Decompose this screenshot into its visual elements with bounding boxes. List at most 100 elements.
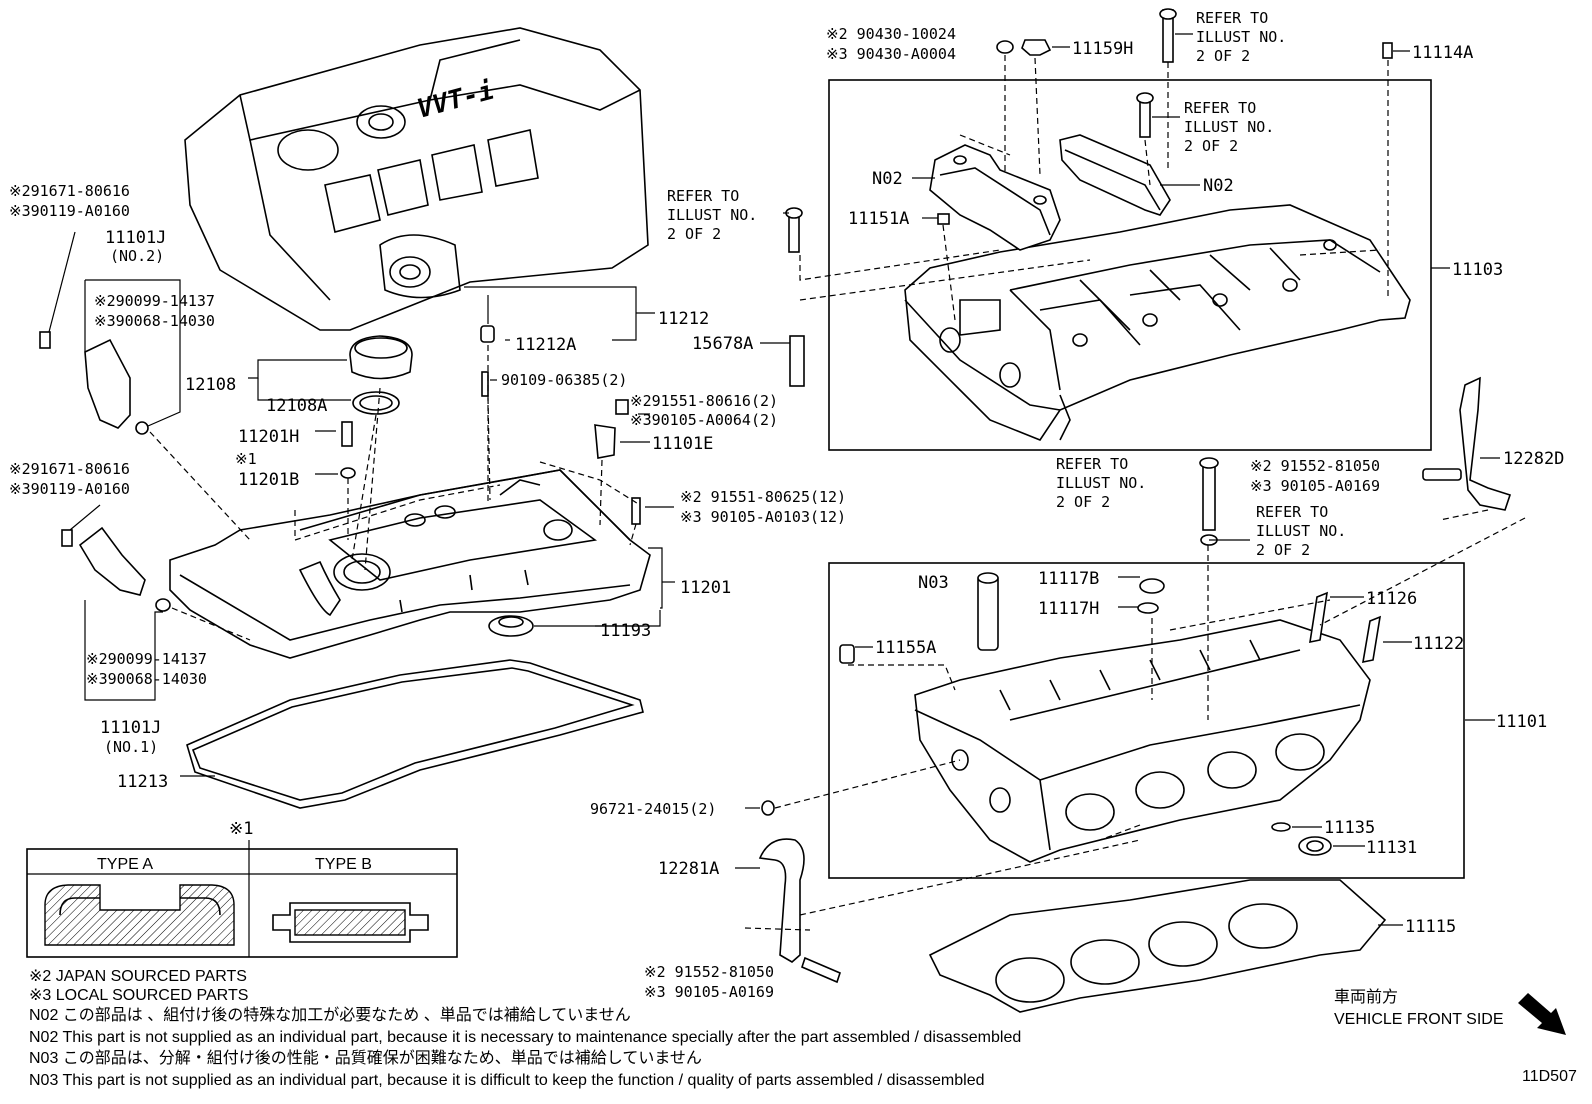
type-box-mark: ※1 (229, 819, 253, 839)
callout-labels: 11212 11212A 12108 12108A 11201H ※1 1120… (9, 25, 1577, 1085)
svg-text:REFER TO: REFER TO (1056, 455, 1128, 473)
camshaft-leader-lines (760, 46, 1450, 344)
footnote-n02-jp: N02 この部品は 、組付け後の特殊な加工が必要なため 、単品では補給していませ… (29, 1006, 631, 1024)
label-11101J-top-b: ※390119-A0160 (9, 202, 130, 220)
label-12282D-a: ※2 91552-81050 (1250, 457, 1380, 475)
vehicle-front-arrow (1518, 993, 1566, 1035)
label-11131: 11131 (1366, 838, 1417, 858)
label-15678A: 15678A (692, 334, 753, 354)
label-11122: 11122 (1413, 634, 1464, 654)
label-11212A: 11212A (515, 335, 576, 355)
label-11117H: 11117H (1038, 599, 1099, 619)
label-11213: 11213 (117, 772, 168, 792)
label-11201: 11201 (680, 578, 731, 598)
left-dashed-lines (149, 345, 641, 641)
cylinder-head (914, 619, 1371, 863)
label-11159H: 11159H (1072, 39, 1133, 59)
label-11101J-top-d: ※390068-14030 (94, 312, 215, 330)
label-11114A: 11114A (1412, 43, 1473, 63)
engine-cover: VVT-i (184, 27, 649, 331)
footnote-japan-sourced: ※2 JAPAN SOURCED PARTS (29, 968, 247, 985)
label-11103: 11103 (1452, 260, 1503, 280)
footnote-n03-jp: N03 この部品は、分解・組付け後の性能・品質確保が困難なため、単品では補給して… (29, 1049, 702, 1067)
label-11201B: 11201B (238, 470, 299, 490)
label-11101J-top: 11101J (105, 228, 166, 248)
label-11193: 11193 (600, 621, 651, 641)
label-11101J-bot-no: (NO.1) (104, 738, 158, 756)
footnote-n02-en: N02 This part is not supplied as an indi… (29, 1029, 1021, 1046)
svg-text:ILLUST NO.: ILLUST NO. (1196, 28, 1286, 46)
footnote-n03-en: N03 This part is not supplied as an indi… (29, 1072, 985, 1089)
label-12281A: 12281A (658, 859, 719, 879)
cover-hardware (340, 325, 641, 525)
label-12281A-b: ※3 90105-A0169 (644, 983, 774, 1001)
spark-plug-tube-gasket (488, 615, 534, 637)
engine-hanger-front (735, 838, 1141, 984)
camshaft-dashed-lines (799, 55, 1389, 321)
head-bolt (1199, 457, 1250, 546)
svg-text:REFER TO: REFER TO (1256, 503, 1328, 521)
label-11126: 11126 (1366, 589, 1417, 609)
label-11115: 11115 (1405, 917, 1456, 937)
cylinder-head-hardware (761, 572, 1382, 856)
oil-control-valve-no2 (39, 331, 149, 435)
diagram-code: 11D507 (1522, 1068, 1577, 1085)
label-11155A: 11155A (875, 638, 936, 658)
label-11101J-bot-a: ※291671-80616 (9, 460, 130, 478)
svg-text:2 OF 2: 2 OF 2 (1184, 137, 1238, 155)
svg-text:ILLUST NO.: ILLUST NO. (1256, 522, 1346, 540)
svg-text:REFER TO: REFER TO (1196, 9, 1268, 27)
type-legend-box: TYPE A TYPE B ※1 (26, 819, 458, 958)
cylinder-head-dashed-lines (774, 545, 1331, 841)
label-12282D-b: ※3 90105-A0169 (1250, 477, 1380, 495)
label-11101J-bot-d: ※390068-14030 (86, 670, 207, 688)
label-11201-b: ※3 90105-A0103(12) (680, 508, 846, 526)
vehicle-front-en: VEHICLE FRONT SIDE (1334, 1011, 1504, 1028)
svg-text:ILLUST NO.: ILLUST NO. (667, 206, 757, 224)
refer-note-3: REFER TO ILLUST NO. 2 OF 2 (667, 187, 757, 243)
label-11101J-bot: 11101J (100, 718, 161, 738)
label-90109: 90109-06385(2) (501, 371, 627, 389)
label-12108: 12108 (185, 375, 236, 395)
svg-text:2 OF 2: 2 OF 2 (667, 225, 721, 243)
label-90430-b: ※3 90430-A0004 (826, 45, 956, 63)
cylinder-head-cover (169, 469, 651, 659)
label-11201H: 11201H (238, 427, 299, 447)
refer-note-4: REFER TO ILLUST NO. 2 OF 2 (1056, 455, 1146, 511)
vehicle-front-jp: 車両前方 (1334, 988, 1398, 1006)
left-leader-lines (48, 231, 675, 777)
label-11101: 11101 (1496, 712, 1547, 732)
svg-text:ILLUST NO.: ILLUST NO. (1056, 474, 1146, 492)
camshaft-housing (904, 204, 1411, 441)
footnotes: ※2 JAPAN SOURCED PARTS ※3 LOCAL SOURCED … (29, 968, 1021, 1089)
cylinder-head-leader-lines (745, 576, 1495, 847)
svg-text:2 OF 2: 2 OF 2 (1196, 47, 1250, 65)
label-11101J-bot-c: ※290099-14137 (86, 650, 207, 668)
label-11117B: 11117B (1038, 569, 1099, 589)
label-11101E-b: ※390105-A0064(2) (630, 411, 778, 429)
label-N02-right: N02 (1203, 176, 1234, 196)
svg-text:ILLUST NO.: ILLUST NO. (1184, 118, 1274, 136)
label-11101J-top-no: (NO.2) (110, 247, 164, 265)
type-a-label: TYPE A (97, 856, 153, 873)
svg-text:2 OF 2: 2 OF 2 (1056, 493, 1110, 511)
label-12281A-a: ※2 91552-81050 (644, 963, 774, 981)
svg-text:REFER TO: REFER TO (1184, 99, 1256, 117)
cylinder-head-gasket (928, 879, 1403, 1013)
label-11135: 11135 (1324, 818, 1375, 838)
refer-note-1: REFER TO ILLUST NO. 2 OF 2 (1175, 9, 1286, 65)
refer-note-2: REFER TO ILLUST NO. 2 OF 2 (1152, 99, 1274, 155)
label-11201-a: ※2 91551-80625(12) (680, 488, 846, 506)
oil-control-valve-no1 (61, 526, 171, 612)
footnote-local-sourced: ※3 LOCAL SOURCED PARTS (29, 987, 248, 1004)
engine-hanger-rear (1319, 376, 1526, 626)
camshaft-housing-frame (828, 79, 1432, 451)
label-12282D: 12282D (1503, 449, 1564, 469)
label-11101J-bot-b: ※390119-A0160 (9, 480, 130, 498)
label-11101J-top-a: ※291671-80616 (9, 182, 130, 200)
label-11212: 11212 (658, 309, 709, 329)
label-N02-left: N02 (872, 169, 903, 189)
oil-filler-cap (349, 335, 413, 415)
